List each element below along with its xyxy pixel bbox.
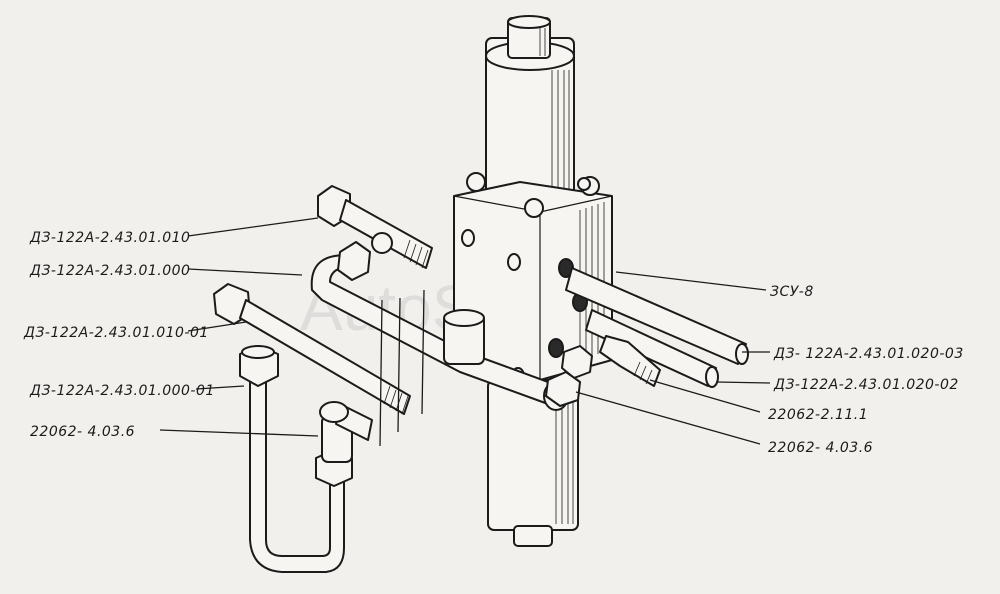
fitting-4-03-6-right <box>545 345 593 407</box>
label-d3-010: ДЗ-122А-2.43.01.010 <box>29 230 190 246</box>
right-pipes <box>545 267 749 407</box>
label-22062-4-03-6-right: 22062- 4.03.6 <box>768 440 873 456</box>
bolt-010-01 <box>213 283 411 415</box>
label-22062-4-03-6-left: 22062- 4.03.6 <box>30 424 135 440</box>
valve-body <box>453 15 613 547</box>
elbow-fitting-left <box>315 401 373 487</box>
label-d3-020-02: ДЗ-122А-2.43.01.020-02 <box>773 377 959 393</box>
label-d3-000-01: ДЗ-122А-2.43.01.000-01 <box>29 383 215 399</box>
leader-lines <box>159 217 771 445</box>
label-zsu-8: ЗСУ-8 <box>770 284 814 300</box>
label-d3-000: ДЗ-122А-2.43.01.000 <box>29 263 190 279</box>
left-pipes <box>213 185 569 573</box>
pipe-020-03 <box>565 267 747 365</box>
label-d3-010-01: ДЗ-122А-2.43.01.010-01 <box>23 325 209 341</box>
bolt-010 <box>317 185 433 269</box>
fitting-2-11-1 <box>599 335 661 387</box>
bottom-cap <box>513 525 553 547</box>
label-22062-2-11-1: 22062-2.11.1 <box>768 407 868 423</box>
label-d3-020-03: ДЗ- 122А-2.43.01.020-03 <box>773 346 964 362</box>
